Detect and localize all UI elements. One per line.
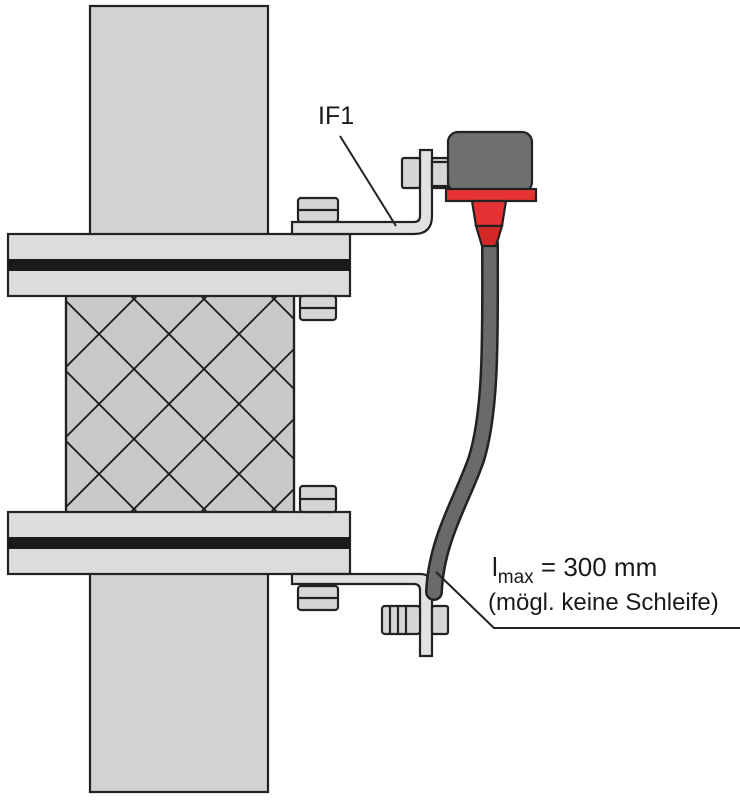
upper-bracket-if1 bbox=[290, 148, 450, 236]
lower-bracket bbox=[290, 572, 450, 658]
braided-hose bbox=[64, 293, 296, 515]
length-leader-line bbox=[435, 571, 740, 629]
lower-pipe bbox=[88, 568, 270, 794]
upper-flange bbox=[6, 232, 352, 298]
no-loop-note: (mögl. keine Schleife) bbox=[488, 589, 719, 616]
length-subscript: max bbox=[498, 567, 534, 588]
length-value: = 300 mm bbox=[534, 552, 658, 582]
sensor-cable bbox=[425, 235, 500, 601]
length-symbol: l bbox=[492, 552, 498, 582]
lower-flange bbox=[6, 510, 352, 576]
upper-bolt bbox=[296, 196, 340, 322]
if1-leader-line bbox=[339, 135, 397, 227]
lower-bolt bbox=[296, 484, 340, 612]
upper-pipe bbox=[88, 4, 270, 238]
sensor-head bbox=[430, 130, 538, 248]
if1-label: IF1 bbox=[318, 102, 354, 130]
length-label: lmax = 300 mm bbox=[492, 552, 657, 588]
